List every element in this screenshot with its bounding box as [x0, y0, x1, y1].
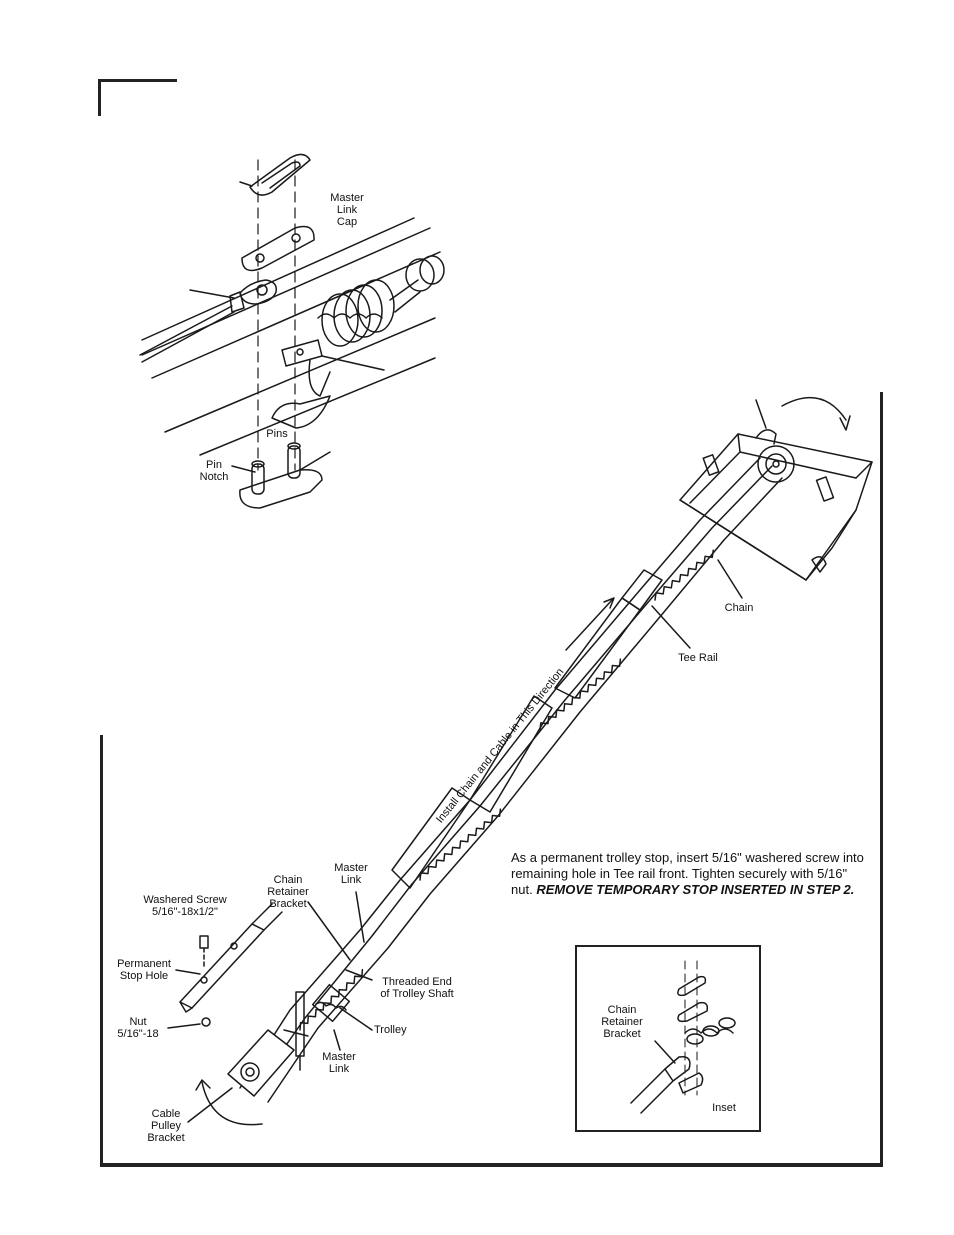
label-master-link-cap: Master Link Cap — [330, 192, 364, 228]
label-nut: Nut 5/16"-18 — [117, 1016, 159, 1040]
frame-bottom-edge — [100, 1163, 883, 1167]
label-chain: Chain — [724, 602, 754, 614]
master-link-icon — [139, 153, 323, 509]
label-trolley: Trolley — [374, 1024, 407, 1036]
rotation-arrow-icon — [195, 396, 851, 1126]
pulley-bracket-icon — [187, 891, 373, 1123]
trolley-icon — [141, 181, 445, 473]
inset-panel — [575, 945, 761, 1132]
label-chain-retainer-bracket: Chain Retainer Bracket — [267, 874, 309, 910]
instruction-note: As a permanent trolley stop, insert 5/16… — [511, 850, 871, 898]
label-pins: Pins — [266, 428, 288, 440]
label-washered-screw: Washered Screw 5/16"-18x1/2" — [143, 894, 227, 918]
corner-mark-left — [98, 79, 101, 116]
note-emphasis: REMOVE TEMPORARY STOP INSERTED IN STEP 2… — [536, 882, 855, 897]
direction-arrow-icon — [565, 597, 615, 651]
motor-head-icon — [679, 399, 873, 581]
label-permanent-stop-hole: Permanent Stop Hole — [117, 958, 171, 982]
label-pin-notch: Pin Notch — [199, 459, 229, 483]
corner-mark-top — [98, 79, 177, 82]
frame-left-edge — [100, 735, 103, 1167]
frame-right-edge — [880, 392, 883, 1167]
chain-icon — [239, 457, 783, 1103]
label-master-link-top: Master Link — [334, 862, 368, 886]
label-master-link-bottom: Master Link — [322, 1051, 356, 1075]
label-cable-pulley-bracket: Cable Pulley Bracket — [147, 1108, 185, 1144]
note-text: As a permanent trolley stop, insert 5/16… — [511, 850, 864, 897]
label-inset: Inset — [712, 1102, 736, 1114]
label-tee-rail: Tee Rail — [678, 652, 718, 664]
label-inset-chain-retainer-bracket: Chain Retainer Bracket — [601, 1004, 643, 1040]
label-threaded-end: Threaded End of Trolley Shaft — [380, 976, 454, 1000]
